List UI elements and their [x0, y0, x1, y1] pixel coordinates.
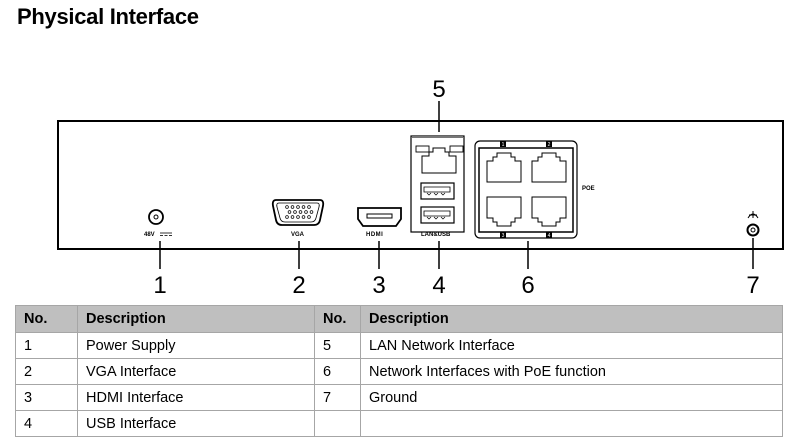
poe-port-number: 4 [548, 233, 551, 239]
table-row: 2 VGA Interface 6 Network Interfaces wit… [15, 358, 783, 385]
rj45-port-icon [486, 196, 522, 227]
header-description: Description [77, 305, 315, 333]
rj45-port-icon [415, 145, 464, 174]
usb-port-icon [420, 182, 455, 200]
callout-leader-lines [159, 101, 754, 269]
poe-port-number: 1 [502, 142, 505, 148]
callout-3: 3 [372, 272, 385, 299]
callout-5: 5 [432, 76, 445, 103]
power-label: 48V [144, 232, 155, 238]
power-jack-icon [148, 209, 164, 225]
poe-port-number: 2 [548, 142, 551, 148]
lan-usb-module: LAN&USB [410, 135, 465, 238]
table-row: 3 HDMI Interface 7 Ground [15, 384, 783, 411]
table-row: 1 Power Supply 5 LAN Network Interface [15, 332, 783, 359]
usb-port-icon [420, 206, 455, 224]
header-no: No. [314, 305, 361, 333]
cell-description: Ground [360, 384, 783, 411]
cell-no: 4 [15, 410, 78, 437]
poe-ports: 1 2 3 4 POE [474, 140, 595, 239]
dc-symbol-icon [160, 232, 172, 236]
hdmi-connector-icon [357, 207, 402, 227]
cell-no: 3 [15, 384, 78, 411]
cell-no: 5 [314, 332, 361, 359]
vga-port: VGA [271, 199, 325, 238]
ground-symbol-icon [747, 211, 759, 219]
cell-description: Power Supply [77, 332, 315, 359]
callout-7: 7 [746, 272, 759, 299]
cell-description: Network Interfaces with PoE function [360, 358, 783, 385]
callout-2: 2 [292, 272, 305, 299]
ground-terminal [746, 211, 760, 237]
cell-description: LAN Network Interface [360, 332, 783, 359]
lan-usb-label: LAN&USB [421, 232, 451, 238]
lan-port [415, 145, 464, 174]
interface-table: No. Description No. Description 1 Power … [15, 305, 783, 437]
rear-panel-diagram: 48V VGA HDMI [57, 76, 784, 299]
cell-no: 7 [314, 384, 361, 411]
cell-no [314, 410, 361, 437]
callout-6: 6 [521, 272, 534, 299]
header-no: No. [15, 305, 78, 333]
vga-connector-icon [271, 199, 325, 226]
cell-no: 2 [15, 358, 78, 385]
cell-description: USB Interface [77, 410, 315, 437]
page-title: Physical Interface [17, 4, 199, 29]
rj45-port-icon [531, 152, 567, 183]
poe-label: POE [582, 186, 595, 192]
callout-1: 1 [153, 272, 166, 299]
table-header-row: No. Description No. Description [15, 305, 783, 333]
cell-description: VGA Interface [77, 358, 315, 385]
poe-port-number: 3 [502, 233, 505, 239]
cell-no: 6 [314, 358, 361, 385]
cell-description [360, 410, 783, 437]
callout-4: 4 [432, 272, 445, 299]
hdmi-label: HDMI [366, 232, 383, 238]
vga-label: VGA [291, 232, 305, 238]
table-row: 4 USB Interface [15, 410, 783, 437]
hdmi-port: HDMI [357, 207, 402, 238]
poe-port-number-badges: 1 2 3 4 [500, 141, 552, 239]
cell-description: HDMI Interface [77, 384, 315, 411]
cell-no: 1 [15, 332, 78, 359]
usb-ports [420, 182, 455, 224]
power-supply-port: 48V [144, 209, 172, 238]
rj45-port-icon [531, 196, 567, 227]
header-description: Description [360, 305, 783, 333]
rj45-port-icon [486, 152, 522, 183]
